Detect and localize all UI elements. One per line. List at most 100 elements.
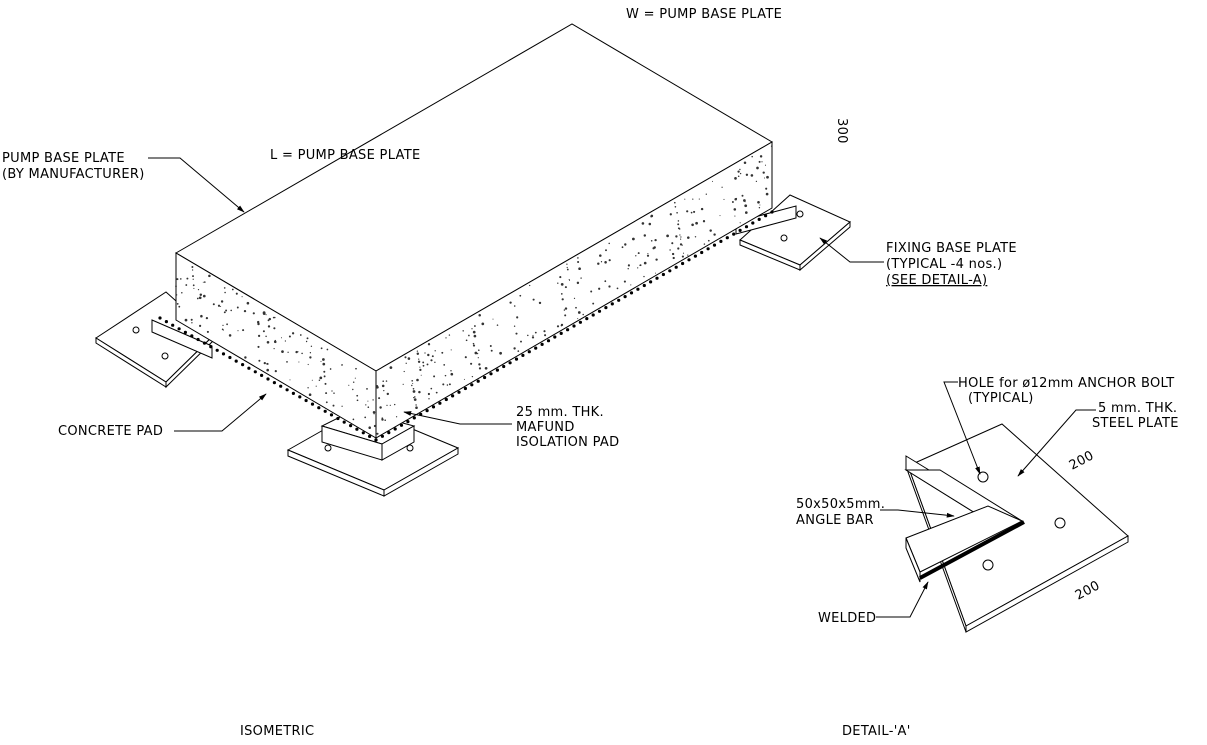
concrete-speckle: [578, 267, 581, 271]
concrete-speckle: [681, 255, 684, 258]
dim-200-bottom: 200: [1073, 578, 1103, 603]
concrete-speckle: [272, 316, 275, 319]
isolation-bead: [336, 416, 340, 421]
concrete-speckle: [616, 287, 619, 290]
concrete-speckle: [527, 334, 529, 337]
concrete-speckle: [520, 340, 522, 343]
leader-welded: [876, 581, 929, 618]
isolation-bead: [655, 276, 659, 280]
isolation-bead: [304, 398, 308, 403]
concrete-speckle: [354, 377, 356, 379]
concrete-speckle: [472, 342, 475, 345]
concrete-speckle: [426, 363, 429, 366]
isolation-bead: [279, 384, 283, 388]
concrete-speckle: [650, 215, 653, 218]
concrete-speckle: [200, 314, 203, 318]
isolation-bead: [534, 346, 538, 350]
concrete-speckle: [756, 166, 759, 170]
leader-angle-bar: [880, 509, 955, 518]
isolation-bead: [361, 431, 365, 435]
concrete-speckle: [646, 254, 650, 257]
concrete-speckle: [192, 275, 194, 278]
concrete-speckle: [745, 211, 748, 214]
concrete-speckle: [376, 385, 379, 389]
dim-200-top: 200: [1067, 448, 1097, 473]
height-dimension-label: 300: [834, 118, 849, 144]
concrete-speckle: [263, 361, 266, 365]
concrete-speckle: [367, 406, 370, 409]
concrete-speckle: [326, 348, 329, 351]
w-dimension-label: W = PUMP BASE PLATE: [626, 7, 782, 22]
concrete-speckle: [176, 294, 178, 296]
isolation-bead: [757, 217, 761, 221]
concrete-speckle: [413, 396, 415, 399]
concrete-speckle: [682, 252, 685, 254]
concrete-speckle: [372, 399, 374, 401]
concrete-speckle: [641, 222, 645, 225]
concrete-speckle: [305, 340, 308, 343]
concrete-speckle: [274, 339, 276, 342]
concrete-speckle: [291, 332, 295, 335]
concrete-speckle: [386, 392, 390, 396]
concrete-pad: [175, 23, 773, 439]
isolation-bead: [483, 375, 487, 380]
concrete-speckle: [652, 247, 655, 250]
isolation-bead: [247, 366, 251, 370]
concrete-speckle: [677, 227, 680, 230]
concrete-speckle: [692, 198, 694, 200]
concrete-speckle: [564, 286, 567, 289]
isolation-bead: [253, 370, 257, 374]
concrete-speckle: [223, 287, 226, 289]
concrete-speckle: [372, 410, 376, 414]
concrete-speckle: [365, 404, 367, 406]
concrete-speckle: [637, 252, 640, 255]
concrete-speckle: [759, 204, 761, 206]
concrete-speckle: [489, 345, 492, 347]
concrete-speckle: [575, 306, 577, 309]
concrete-speckle: [415, 404, 417, 406]
concrete-speckle: [731, 201, 734, 203]
concrete-speckle: [632, 237, 635, 241]
isolation-bead: [751, 221, 755, 225]
isolation-bead: [566, 328, 570, 332]
concrete-speckle: [286, 361, 288, 363]
welded-label: WELDED: [818, 611, 876, 626]
isolation-bead: [770, 210, 774, 214]
isolation-bead: [527, 350, 531, 354]
concrete-speckle: [311, 379, 313, 381]
concrete-speckle: [450, 349, 452, 351]
fixing-base-plate-label-3: (SEE DETAIL-A): [886, 273, 987, 288]
concrete-speckle: [743, 199, 746, 202]
concrete-speckle: [743, 161, 747, 164]
concrete-speckle: [650, 239, 653, 242]
angle-bar-label-2: ANGLE BAR: [796, 513, 874, 528]
concrete-speckle: [765, 192, 769, 196]
concrete-speckle: [223, 311, 226, 314]
concrete-speckle: [672, 256, 675, 260]
concrete-speckle: [428, 398, 430, 400]
isolation-bead: [489, 372, 493, 376]
concrete-speckle: [446, 384, 449, 386]
isolation-bead: [597, 309, 602, 313]
concrete-speckle: [608, 285, 611, 288]
concrete-speckle: [435, 391, 438, 394]
concrete-speckle: [366, 388, 368, 390]
concrete-speckle: [468, 334, 470, 337]
concrete-speckle: [323, 370, 326, 373]
concrete-speckle: [687, 236, 690, 239]
concrete-speckle: [557, 282, 559, 284]
concrete-speckle: [445, 337, 447, 339]
concrete-speckle: [416, 350, 419, 352]
concrete-speckle: [566, 268, 569, 271]
concrete-speckle: [577, 257, 579, 259]
concrete-speckle: [217, 304, 221, 307]
concrete-speckle: [734, 197, 737, 201]
concrete-speckle: [669, 213, 672, 216]
concrete-speckle: [417, 360, 421, 363]
isolation-bead: [642, 283, 646, 288]
concrete-speckle: [367, 400, 369, 402]
concrete-speckle: [564, 307, 568, 310]
concrete-speckle: [379, 406, 382, 409]
concrete-speckle: [739, 168, 741, 171]
concrete-speckle: [185, 284, 188, 286]
